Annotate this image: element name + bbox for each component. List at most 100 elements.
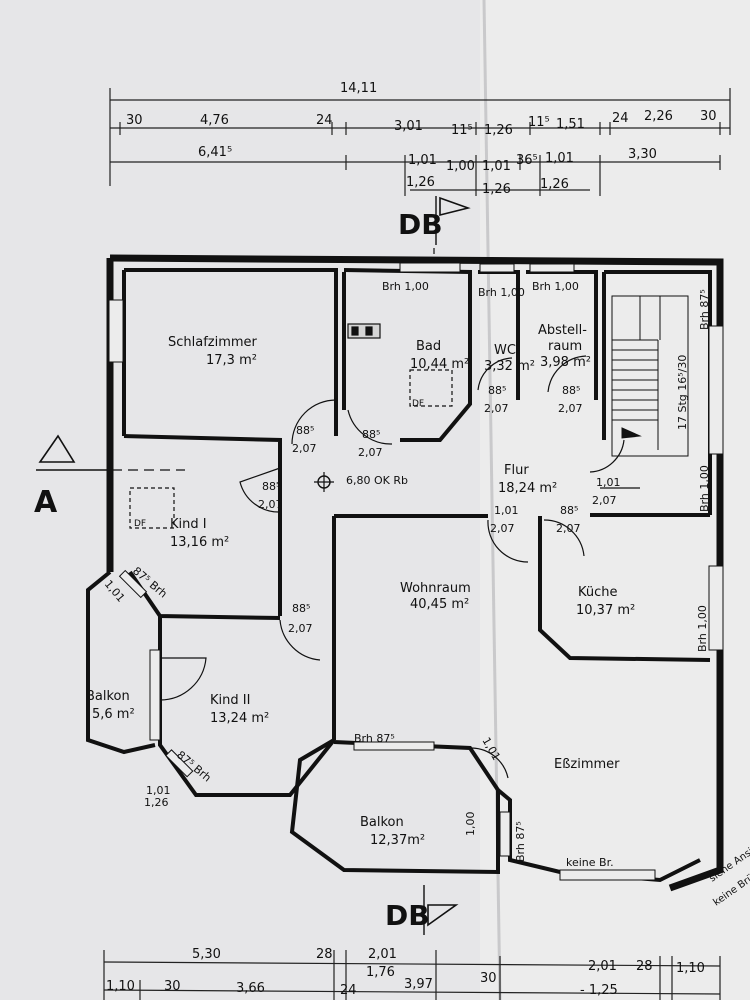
room-flur-area: 18,24 m²: [498, 481, 557, 496]
room-kind2-area: 13,24 m²: [210, 711, 269, 726]
room-wohnraum-name: Wohnraum: [400, 581, 471, 596]
dim-bot-r2-5: 3,97: [404, 977, 433, 992]
keine-br: keine Br.: [566, 856, 614, 869]
room-abstellraum-name2: raum: [548, 339, 582, 354]
door-dim-b2: 2,07: [358, 446, 383, 459]
brh-stair: Brh 87⁵: [698, 289, 711, 330]
dim-bot-r2-2: 3,66: [236, 981, 265, 996]
section-marker-left: A: [34, 434, 185, 520]
door-dim-g1: 1,01: [596, 476, 621, 489]
df-label-kind1: DF: [134, 519, 146, 529]
dim-overall: 14,11: [340, 81, 377, 96]
section-marker-top-label: DB: [398, 208, 443, 241]
room-wohnraum-area: 40,45 m²: [410, 597, 469, 612]
dim-bot-r2-6: 30: [480, 971, 497, 986]
dim-top-r4-0: 1,26: [406, 175, 435, 190]
dim-bot-r2-0: 1,10: [106, 979, 135, 994]
room-wc-area: 3,32 m²: [484, 359, 535, 374]
dim-top-r2-9: 2,26: [644, 109, 673, 124]
door-dim-b1: 88⁵: [362, 428, 380, 441]
door-dim-e2: 2,07: [484, 402, 509, 415]
door-dim-c2: 2,07: [258, 498, 283, 511]
door-dim-f2: 2,07: [558, 402, 583, 415]
door-dim-e1: 88⁵: [488, 384, 506, 397]
room-wc-name: WC: [494, 343, 516, 358]
section-marker-bottom-label: DB: [385, 899, 430, 932]
paper-right: [480, 0, 750, 1000]
brh-stair2: Brh 1,00: [698, 465, 711, 512]
room-bad-name: Bad: [416, 339, 441, 354]
brh-ess: Brh 87⁵: [514, 821, 527, 862]
room-balkon2-name: Balkon: [360, 815, 404, 830]
dim-bot-r1-2: 2,01: [368, 947, 397, 962]
dim-top-r2-0: 30: [126, 113, 143, 128]
dim-top-r3-6: 3,30: [628, 147, 657, 162]
win-dim-kind2-a: 1,01: [146, 784, 171, 797]
dim-top-r2-8: 24: [612, 111, 629, 126]
df-label-bad: DF: [412, 399, 424, 409]
dim-top-r3-1: 1,01: [408, 153, 437, 168]
room-bad-area: 10,44 m²: [410, 357, 469, 372]
dim-top-r2-10: 30: [700, 109, 717, 124]
win-dim-kind2-b: 1,26: [144, 796, 169, 809]
door-dim-g2: 2,07: [592, 494, 617, 507]
dim-top-r2-3: 3,01: [394, 119, 423, 134]
dim-top-r3-2: 1,00: [446, 159, 475, 174]
win-dim-balkon: 1,00: [464, 812, 477, 837]
stairs-text: 17 Stg 16⁵/30: [676, 355, 689, 430]
dim-bot-r1-3: 2,01: [588, 959, 617, 974]
dim-bot-r1-5: 1,10: [676, 961, 705, 976]
door-dim-c1: 88⁵: [262, 480, 280, 493]
section-marker-bottom: DB: [385, 885, 459, 935]
brh-bad: Brh 1,00: [382, 280, 429, 293]
room-abstellraum-area: 3,98 m²: [540, 355, 591, 370]
dim-top-r4-1: 1,26: [482, 182, 511, 197]
dim-top-r3-3: 1,01: [482, 159, 511, 174]
brh-wohn: Brh 87⁵: [354, 732, 395, 745]
dim-top-r2-4: 11⁵: [451, 123, 473, 138]
door-dim-i2: 2,07: [556, 522, 581, 535]
section-marker-left-label: A: [34, 485, 58, 520]
dim-bot-r2-3: 24: [340, 983, 357, 998]
door-dim-h1: 1,01: [494, 504, 519, 517]
dim-bot-r2-4: 1,76: [366, 965, 395, 980]
room-schlafzimmer-name: Schlafzimmer: [168, 335, 258, 350]
room-kind2-name: Kind II: [210, 693, 250, 708]
door-dim-i1: 88⁵: [560, 504, 578, 517]
bath-fixtures: [129, 323, 453, 529]
paper-left: [0, 0, 490, 1000]
dim-bot-r2-1: 30: [164, 979, 181, 994]
room-kueche-area: 10,37 m²: [576, 603, 635, 618]
room-abstellraum-name: Abstell-: [538, 323, 587, 338]
door-dim-a1: 88⁵: [296, 424, 314, 437]
room-kind1-name: Kind I: [170, 517, 207, 532]
room-balkon1-name: Balkon: [86, 689, 130, 704]
dim-bot-r1-4: 28: [636, 959, 653, 974]
dim-bot-r1-0: 5,30: [192, 947, 221, 962]
dim-top-r2-1: 4,76: [200, 113, 229, 128]
dim-bot-r2-7: - 1,25: [580, 983, 618, 998]
doors: [159, 355, 640, 779]
dim-top-r2-2: 24: [316, 113, 333, 128]
dim-top-r2-7: 1,51: [556, 117, 585, 132]
door-dim-h2: 2,07: [490, 522, 515, 535]
room-kueche-name: Küche: [578, 585, 618, 600]
staircase: [611, 295, 689, 457]
door-dim-d2: 2,07: [288, 622, 313, 635]
dim-top-r2-5: 1,26: [484, 123, 513, 138]
brh-wc: Brh 1,00: [478, 286, 525, 299]
dim-bot-r1-1: 28: [316, 947, 333, 962]
room-schlafzimmer-area: 17,3 m²: [206, 353, 257, 368]
door-dim-d1: 88⁵: [292, 602, 310, 615]
dim-top-r3-4: 36⁵: [516, 153, 538, 168]
dim-top-r3-0: 6,41⁵: [198, 145, 232, 160]
brh-kueche: Brh 1,00: [696, 605, 709, 652]
windows: [108, 262, 724, 881]
door-dim-a2: 2,07: [292, 442, 317, 455]
level-marker: [314, 472, 334, 492]
brh-abst: Brh 1,00: [532, 280, 579, 293]
level-text: 6,80 OK Rb: [346, 474, 408, 487]
room-kind1-area: 13,16 m²: [170, 535, 229, 550]
